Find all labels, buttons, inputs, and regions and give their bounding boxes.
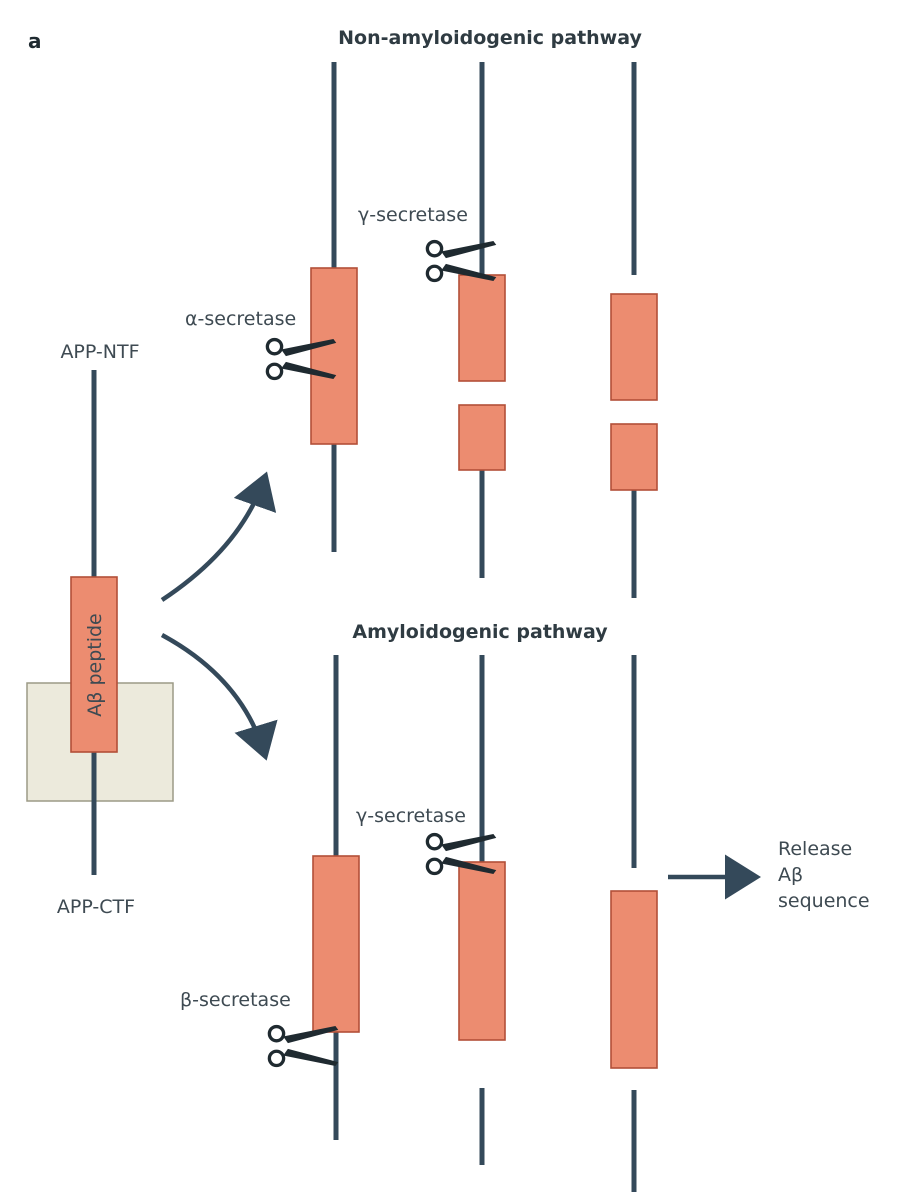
app-segment	[310, 267, 358, 445]
released-abeta	[610, 890, 658, 1069]
panel-label: a	[28, 29, 42, 53]
release-text-line-3: sequence	[778, 890, 870, 912]
arrow-to-non-amyloidogenic	[160, 471, 277, 602]
amyloid-step-2: γ-secretase	[356, 655, 506, 1165]
amyloid-step-1: β-secretase	[180, 655, 360, 1140]
amyloidogenic-title: Amyloidogenic pathway	[352, 621, 608, 643]
beta-secretase-label: β-secretase	[180, 989, 291, 1011]
non-amyloid-step-2: γ-secretase	[358, 62, 506, 578]
non-amyloidogenic-title: Non-amyloidogenic pathway	[338, 27, 642, 49]
remaining-fragment	[610, 423, 658, 491]
gamma-secretase-label-bottom: γ-secretase	[356, 805, 466, 827]
non-amyloid-step-3	[610, 62, 658, 598]
beta-secretase-scissors-icon	[267, 1024, 340, 1068]
full-app-group: Aβ peptide APP-NTF APP-CTF	[26, 341, 174, 918]
gamma-secretase-label-top: γ-secretase	[358, 204, 468, 226]
fragment-lower	[458, 404, 506, 471]
arrow-to-amyloidogenic	[160, 633, 278, 761]
release-text-line-2: Aβ	[778, 864, 803, 886]
abeta-peptide-label: Aβ peptide	[84, 613, 106, 716]
alpha-secretase-label: α-secretase	[185, 308, 296, 330]
amyloid-step-3	[610, 655, 658, 1192]
app-segment	[312, 855, 360, 1033]
fragment-upper	[458, 274, 506, 382]
app-ctf-label: APP-CTF	[57, 896, 135, 918]
non-amyloid-step-1: α-secretase	[185, 62, 358, 552]
abeta-fragment	[458, 861, 506, 1041]
release-text-line-1: Release	[778, 838, 852, 860]
released-fragment	[610, 293, 658, 401]
app-ntf-label: APP-NTF	[60, 341, 139, 363]
abeta-peptide-segment	[70, 576, 118, 753]
